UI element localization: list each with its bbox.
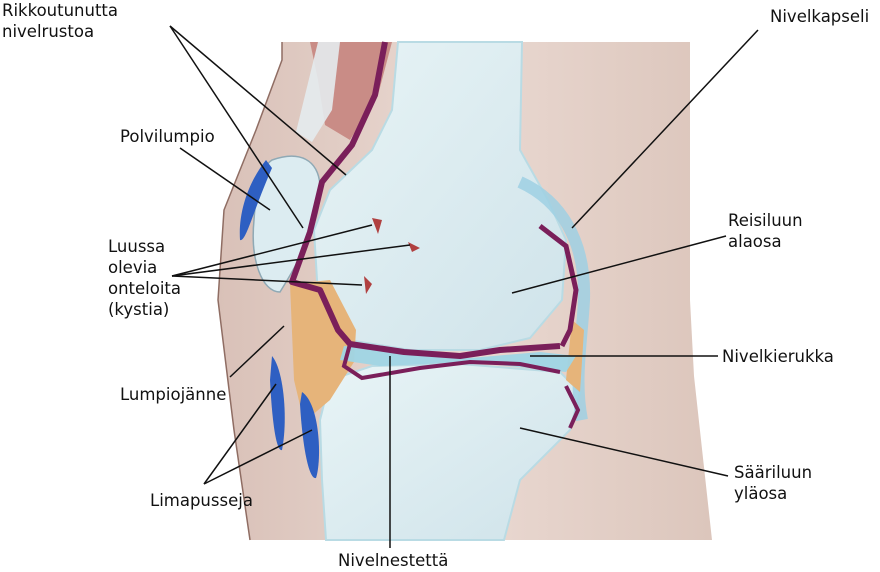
label-text: yläosa <box>734 483 812 504</box>
label-text: Rikkoutunutta <box>2 0 118 21</box>
label-text: alaosa <box>728 231 803 252</box>
label-nivelkierukka: Nivelkierukka <box>722 346 834 367</box>
label-text: Luussa <box>108 236 181 257</box>
label-lumpiojanne: Lumpiojänne <box>120 384 226 405</box>
label-text: (kystia) <box>108 299 181 320</box>
label-text: onteloita <box>108 278 181 299</box>
label-reisiluun-alaosa: Reisiluun alaosa <box>728 210 803 252</box>
label-nivelkapseli: Nivelkapseli <box>770 6 869 27</box>
label-saariluun-ylaosa: Sääriluun yläosa <box>734 462 812 504</box>
label-text: olevia <box>108 257 181 278</box>
label-rikkoutunutta-nivelrustoa: Rikkoutunutta nivelrustoa <box>2 0 118 42</box>
label-text: nivelrustoa <box>2 21 118 42</box>
label-polvilumpio: Polvilumpio <box>120 126 215 147</box>
label-text: Reisiluun <box>728 210 803 231</box>
label-nivelnestetta: Nivelnestettä <box>338 550 448 571</box>
label-kystia: Luussa olevia onteloita (kystia) <box>108 236 181 320</box>
label-limapusseja: Limapusseja <box>150 490 253 511</box>
label-text: Sääriluun <box>734 462 812 483</box>
